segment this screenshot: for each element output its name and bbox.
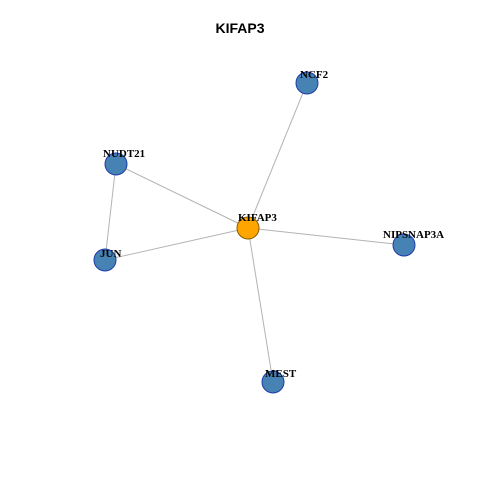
node-label: NIPSNAP3A [383,229,444,241]
node-circle[interactable] [104,152,128,176]
node-label: JUN [100,248,121,260]
node-nudt21[interactable]: NUDT21 [103,148,145,176]
node-circle[interactable] [261,370,285,394]
node-ncf2[interactable]: NCF2 [295,69,329,95]
node-label: KIFAP3 [238,212,277,224]
node-jun[interactable]: JUN [93,248,121,272]
diagram-title: KIFAP3 [215,20,265,36]
node-label: MEST [265,368,297,380]
node-circle[interactable] [236,216,260,240]
edge-kifap3-nipsnap3a [247,227,405,246]
node-circle[interactable] [392,233,416,257]
node-nipsnap3a[interactable]: NIPSNAP3A [383,229,444,257]
node-circle[interactable] [295,71,319,95]
edge-nudt21-jun [104,163,117,261]
node-label: NUDT21 [103,148,145,160]
node-circle[interactable] [93,248,117,272]
node-mest[interactable]: MEST [261,368,297,394]
edge-layer [104,82,405,383]
node-kifap3[interactable]: KIFAP3 [236,212,277,240]
node-label: NCF2 [300,69,329,81]
edge-kifap3-mest [247,227,274,383]
edge-kifap3-nudt21 [115,163,249,229]
edge-kifap3-jun [104,227,249,261]
edge-kifap3-ncf2 [247,82,308,229]
